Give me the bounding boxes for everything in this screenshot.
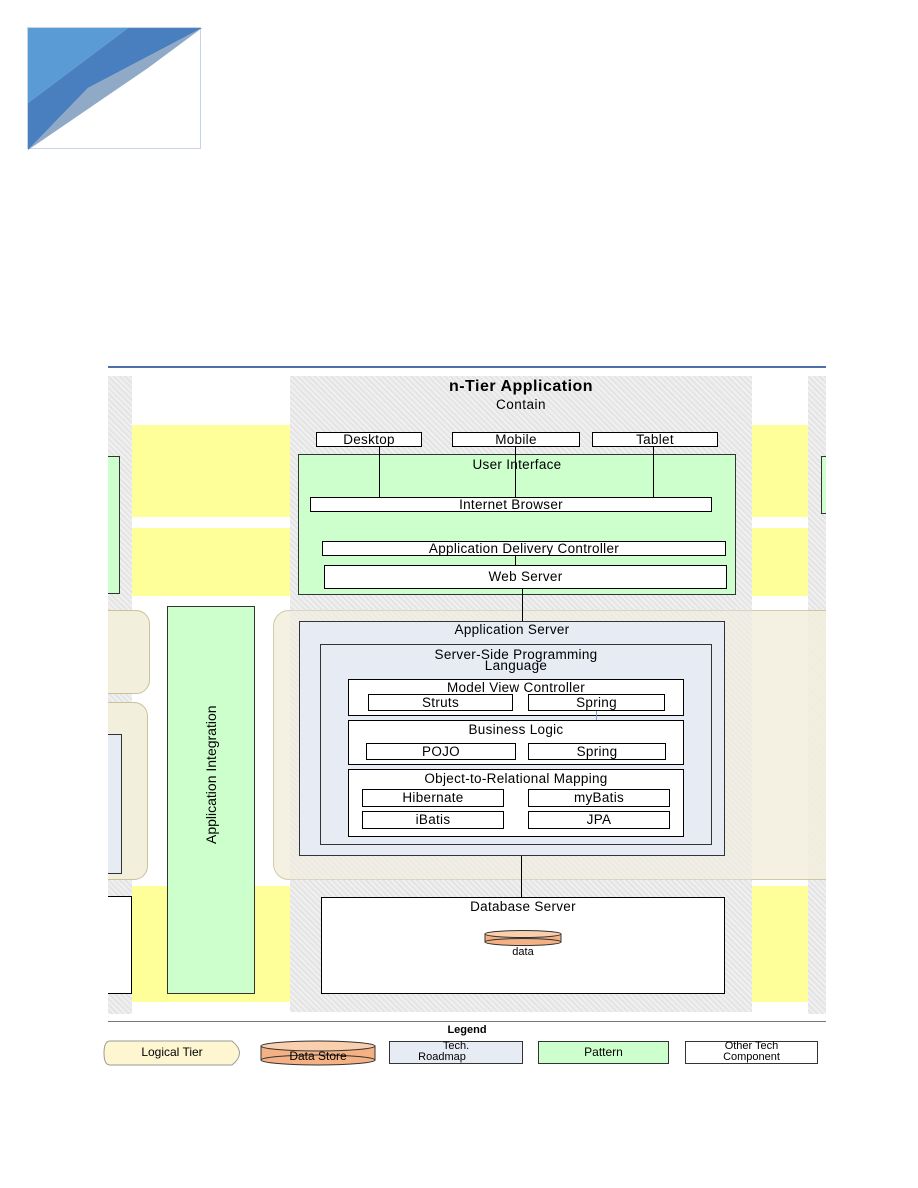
connector-desktop — [379, 447, 381, 497]
orm-hibernate: Hibernate — [362, 789, 504, 807]
user-interface-label: User Interface — [472, 457, 562, 472]
legend-title: Legend — [447, 1024, 487, 1036]
legend-other-line1: Other Tech — [724, 1040, 779, 1052]
connector-mobile — [515, 447, 517, 497]
application-integration-label: Application Integration — [203, 705, 219, 844]
tier-left-roadmap — [108, 734, 122, 874]
connector-app-db — [521, 856, 523, 897]
mvc-spring: Spring — [528, 694, 665, 711]
connector-adc-web — [515, 556, 517, 565]
legend-other-line2: Component — [723, 1051, 780, 1063]
mvc-struts: Struts — [368, 694, 513, 711]
data-store-label: data — [512, 946, 534, 958]
connector-tablet — [653, 447, 655, 497]
application-server-label: Application Server — [454, 622, 570, 637]
legend-pattern-box — [538, 1041, 669, 1064]
company-logo — [27, 27, 202, 150]
business-pojo: POJO — [366, 743, 516, 760]
legend-other-box — [685, 1041, 818, 1064]
left-partial-box — [108, 456, 120, 594]
legend-pattern: Pattern — [584, 1045, 623, 1059]
right-partial-box — [821, 456, 826, 514]
legend-tech-roadmap-line2: Roadmap — [418, 1051, 466, 1063]
adc-box: Application Delivery Controller — [322, 541, 726, 556]
left-partial-db — [108, 896, 132, 994]
business-logic-label: Business Logic — [468, 722, 564, 737]
diagram-title: n-Tier Application — [448, 378, 594, 395]
mvc-label: Model View Controller — [446, 680, 586, 695]
legend-data-store-shape — [260, 1040, 376, 1066]
orm-mybatis: myBatis — [528, 789, 670, 807]
client-desktop: Desktop — [316, 432, 422, 447]
legend-top-line — [108, 1021, 826, 1022]
legend-logical-tier: Logical Tier — [141, 1045, 203, 1059]
legend-logical-tier-shape — [103, 1040, 240, 1066]
orm-ibatis: iBatis — [362, 811, 504, 829]
web-server-box: Web Server — [324, 565, 727, 589]
architecture-diagram: n-Tier Application Contain Desktop Mobil… — [108, 368, 826, 1014]
connector-mvc-bl — [596, 711, 598, 721]
data-store-icon — [484, 930, 562, 946]
business-spring: Spring — [528, 743, 666, 760]
connector-web-app — [522, 589, 524, 621]
legend-data-store: Data Store — [289, 1049, 347, 1063]
server-side-language-label-1: Server-Side Programming — [434, 647, 598, 662]
legend-tech-roadmap-line1: Tech. — [442, 1040, 470, 1052]
header-divider — [108, 366, 826, 368]
database-server-label: Database Server — [470, 899, 576, 914]
orm-label: Object-to-Relational Mapping — [424, 771, 608, 786]
application-integration-bar — [167, 606, 255, 994]
legend-tech-roadmap-box — [389, 1041, 523, 1064]
logo-shape-icon — [28, 28, 202, 150]
diagram-subtitle: Contain — [495, 397, 547, 412]
client-mobile: Mobile — [452, 432, 580, 447]
orm-jpa: JPA — [528, 811, 670, 829]
internet-browser-box: Internet Browser — [310, 497, 712, 512]
client-tablet: Tablet — [592, 432, 718, 447]
tier-left-1 — [108, 610, 150, 694]
server-side-language-label-2: Language — [484, 658, 548, 673]
